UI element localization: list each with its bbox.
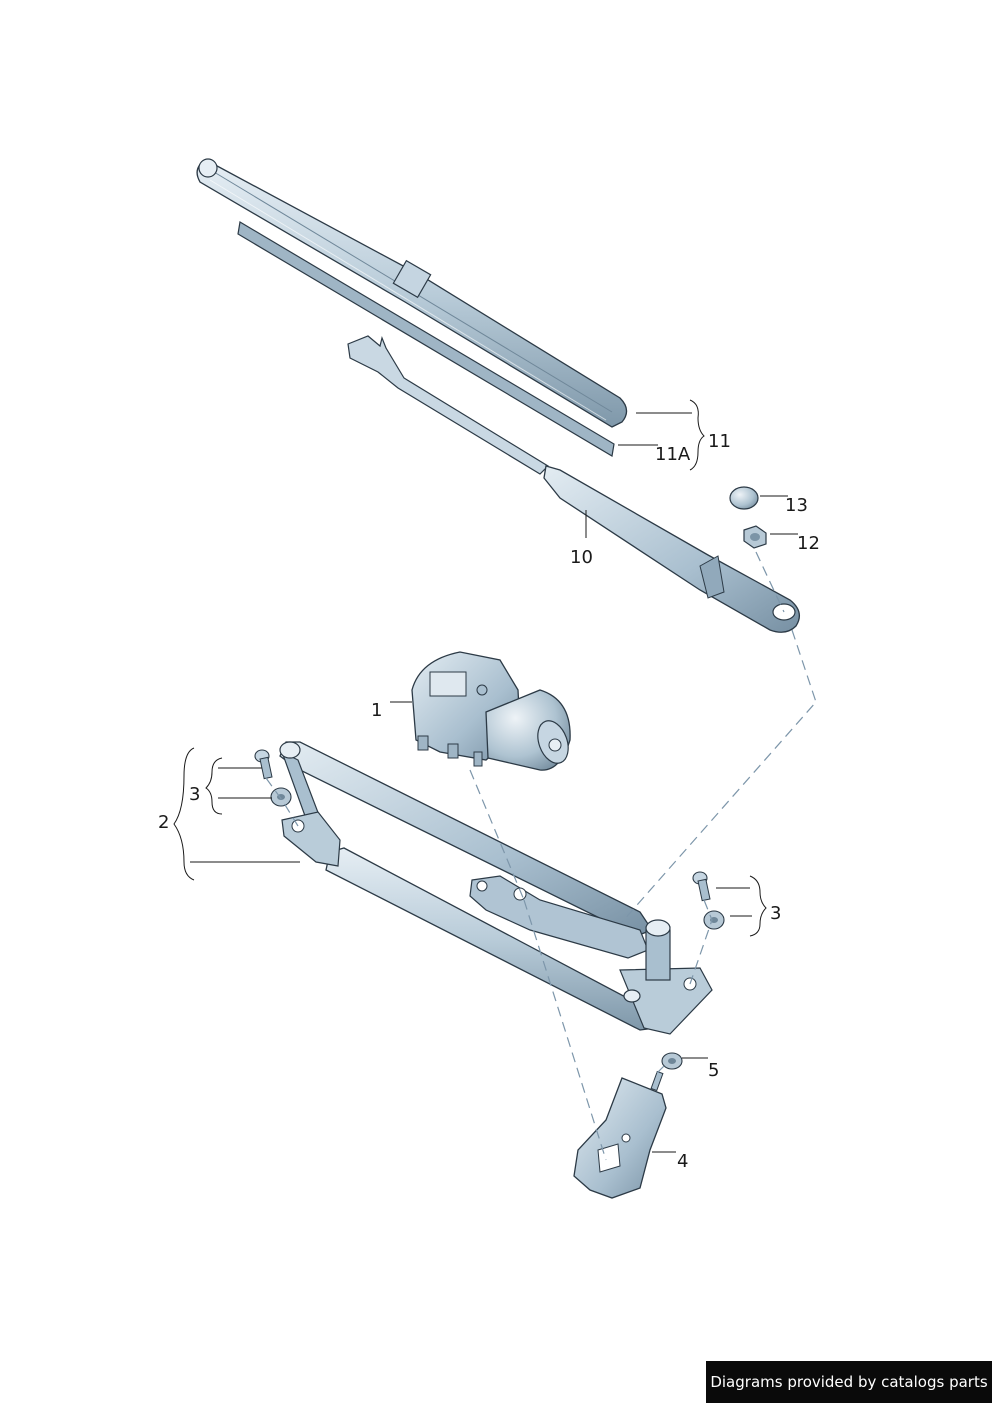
bolt-left (254, 749, 273, 780)
hex-nut (743, 525, 767, 549)
callout-5: 5 (708, 1060, 720, 1081)
callout-12: 12 (797, 533, 820, 554)
wiper-rubber-strip (237, 221, 615, 457)
callout-1: 1 (371, 700, 383, 721)
callout-2: 2 (158, 812, 170, 833)
callout-10: 10 (570, 547, 593, 568)
cover-cap (729, 486, 759, 510)
wiper-motor (411, 651, 571, 771)
wiper-linkage-frame (279, 741, 713, 1035)
nut-left (270, 787, 292, 807)
callout-13: 13 (785, 495, 808, 516)
leader-lines (173, 399, 798, 1153)
wiper-arm (347, 335, 801, 633)
callout-11: 11 (708, 431, 731, 452)
assembly-lines (265, 551, 817, 1161)
bolt-right (692, 871, 711, 902)
nut-right (703, 910, 725, 930)
callout-11a: 11A (655, 444, 691, 465)
attribution-footer: Diagrams provided by catalogs parts (706, 1361, 992, 1403)
callout-3-left: 3 (189, 784, 201, 805)
wiper-blade (196, 158, 628, 428)
callout-4: 4 (677, 1151, 689, 1172)
mounting-bracket (573, 1070, 667, 1199)
callout-3-right: 3 (770, 903, 782, 924)
rubber-grommet (661, 1052, 683, 1070)
